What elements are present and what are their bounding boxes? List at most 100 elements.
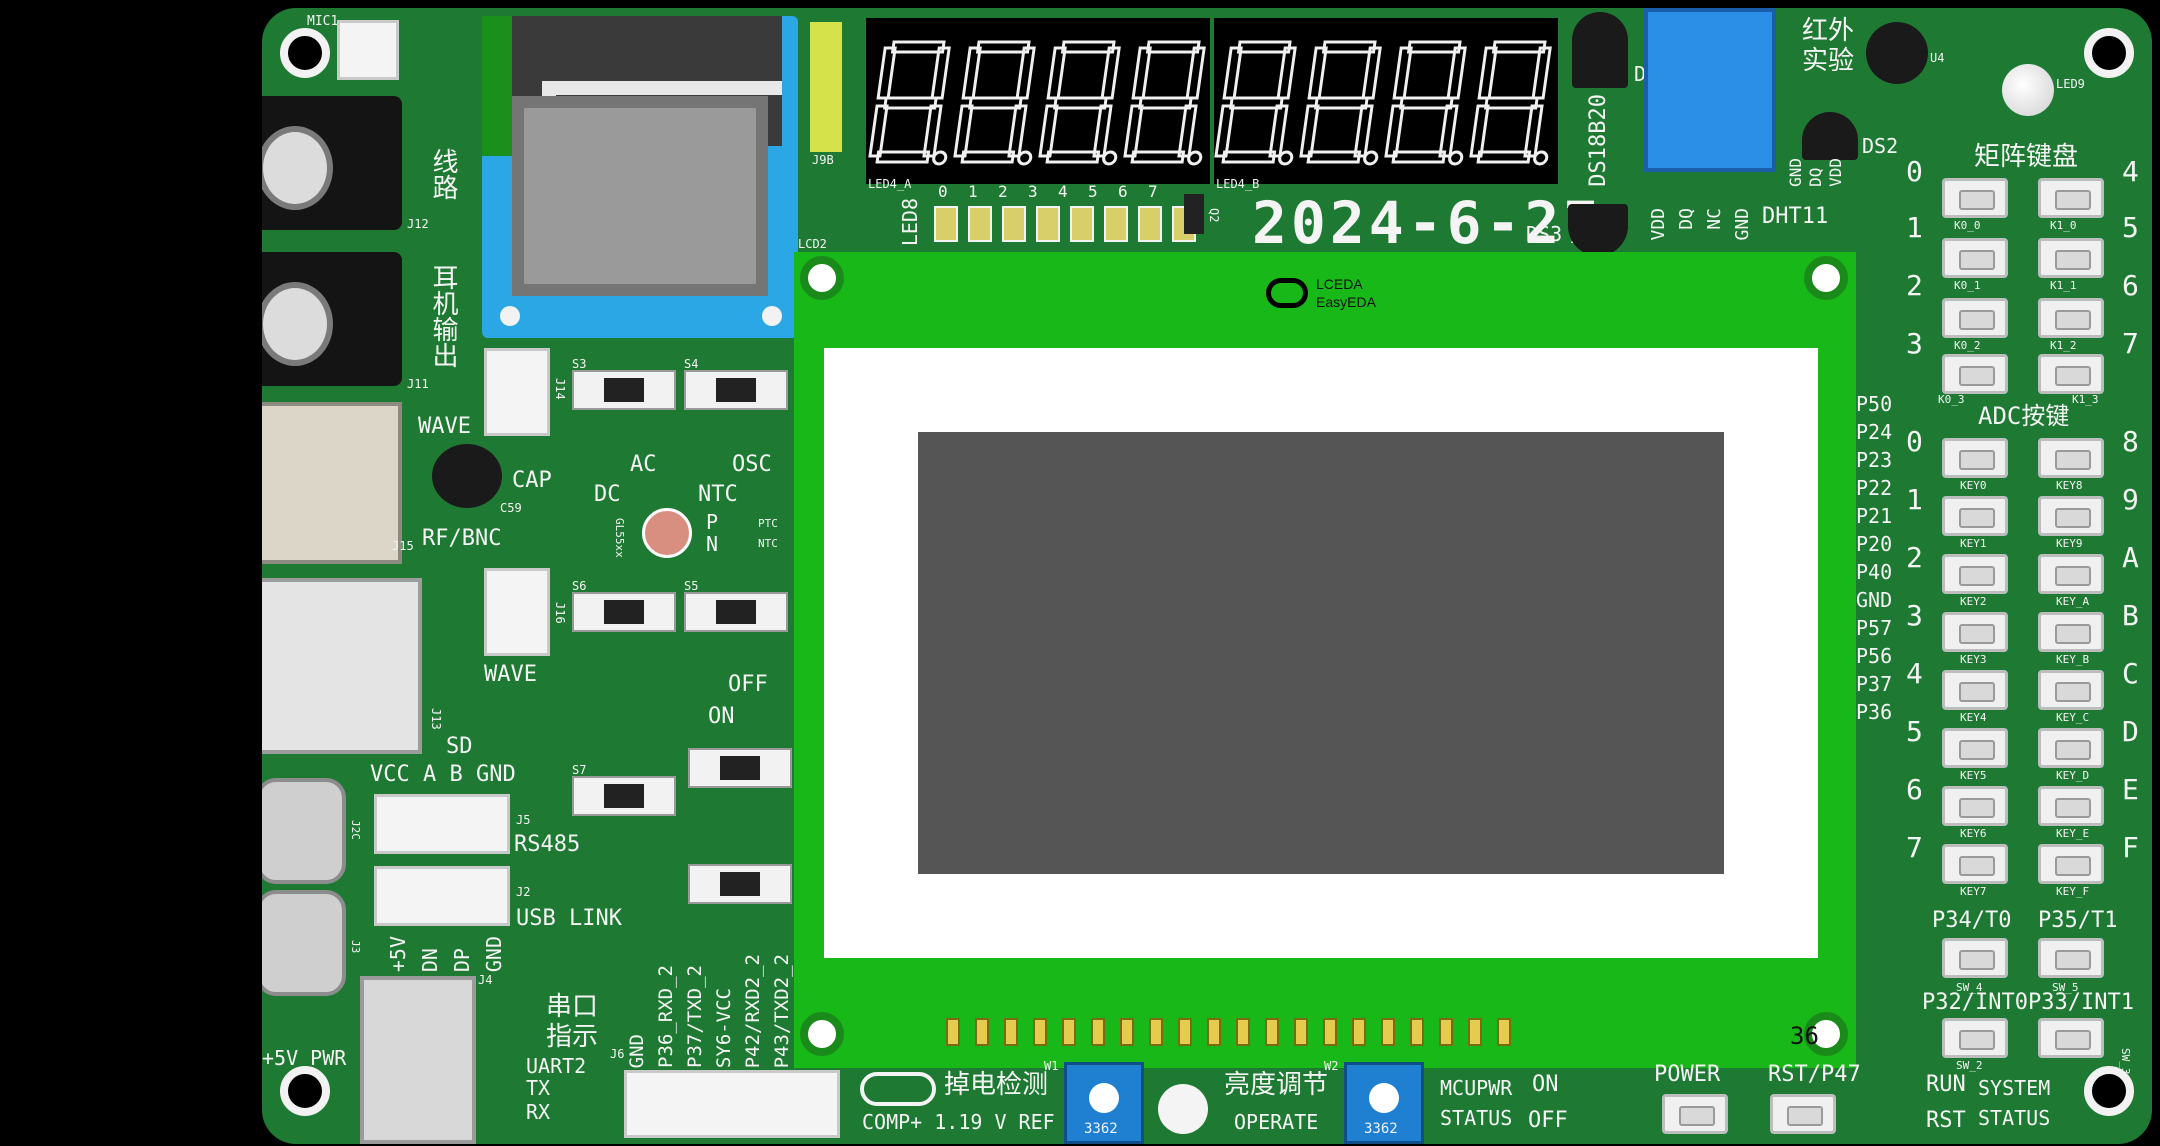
line-out-label: 线路 (428, 148, 458, 200)
usb-a-port[interactable] (360, 976, 476, 1144)
p33-label: P33/INT1 (2028, 990, 2134, 1015)
matrix-key-k1-2[interactable] (2038, 298, 2104, 338)
switch-s7[interactable] (572, 776, 676, 816)
sw3-button[interactable] (2038, 1018, 2104, 1058)
j4-label: J4 (478, 973, 493, 987)
adc-key-button[interactable] (1942, 844, 2008, 884)
switch-s3[interactable] (572, 370, 676, 410)
sw4-button[interactable] (1942, 938, 2008, 978)
matrix-key-k0-1[interactable] (1942, 238, 2008, 278)
uart-pin-labels: GND P36_RXD_2 P37/TXD_2 SY6-VCC P42/RXD2… (626, 938, 793, 1068)
uart-header-connector (624, 1070, 840, 1138)
adc-key-button[interactable] (2038, 786, 2104, 826)
adc-key-button[interactable] (1942, 612, 2008, 652)
seven-seg-digit (868, 40, 951, 166)
adc-key-button[interactable] (2038, 728, 2104, 768)
switch-sy6[interactable] (688, 748, 792, 788)
led-3 (1036, 206, 1060, 242)
j15-label: J15 (392, 539, 414, 553)
matrix-key-k1-1[interactable] (2038, 238, 2104, 278)
j11-label: J11 (407, 377, 429, 391)
adc-key-button[interactable] (1942, 670, 2008, 710)
led-5 (1104, 206, 1128, 242)
adc-right-key-label: KEY_D (2056, 769, 2090, 782)
lcd-pin (1468, 1018, 1482, 1046)
pin-col-p22: P22 (1856, 476, 1893, 500)
s3-label: S3 (572, 357, 587, 371)
gl-label: GL55xx (613, 518, 626, 558)
adc-key-button[interactable] (2038, 670, 2104, 710)
ac-label: AC (630, 452, 657, 477)
sw2-button[interactable] (1942, 1018, 2008, 1058)
rst-label: RST (1926, 1108, 1966, 1133)
sd-label: SD (446, 734, 473, 759)
lcd-num-label: 36 (1790, 1022, 1819, 1050)
tx-label: TX (526, 1076, 551, 1100)
j14-label: J14 (553, 378, 567, 400)
potentiometer-w1[interactable] (1064, 1062, 1144, 1144)
pin-col-p21: P21 (1856, 504, 1893, 528)
adc-key-button[interactable] (2038, 612, 2104, 652)
adc-title: ADC按键 (1978, 402, 2070, 430)
lcd-pin (1178, 1018, 1192, 1046)
ir-title-1: 红外 (1802, 16, 1855, 46)
lcd-logo-line2: EasyEDA (1316, 294, 1376, 310)
usb-c-port-2[interactable] (262, 890, 346, 996)
switch-s6[interactable] (572, 592, 676, 632)
on-label: ON (708, 704, 735, 729)
w2-label: W2 (1324, 1059, 1339, 1073)
lcd-pin (1352, 1018, 1366, 1046)
adc-key-button[interactable] (2038, 496, 2104, 536)
adc-key-button[interactable] (1942, 496, 2008, 536)
adc-left-key-label: KEY3 (1960, 653, 1987, 666)
matrix-key-k1-0[interactable] (2038, 178, 2104, 218)
adc-key-button[interactable] (1942, 786, 2008, 826)
adc-left-number: 6 (1906, 773, 1923, 806)
j3-label: J3 (349, 940, 362, 954)
switch-uart2[interactable] (688, 864, 792, 904)
adc-left-key-label: KEY0 (1960, 479, 1987, 492)
matrix-key-k0-3[interactable] (1942, 354, 2008, 394)
seven-seg-digit (1384, 40, 1467, 166)
lcd-pin (946, 1018, 960, 1046)
matrix-k0-1-label: K0_1 (1954, 279, 1981, 292)
mount-hole-tl (280, 28, 330, 78)
sw5-button[interactable] (2038, 938, 2104, 978)
adc-key-button[interactable] (1942, 438, 2008, 478)
adc-key-button[interactable] (2038, 554, 2104, 594)
adc-left-number: 1 (1906, 483, 1923, 516)
matrix-key-k1-3[interactable] (2038, 354, 2104, 394)
power-button[interactable] (1662, 1094, 1728, 1134)
switch-s5[interactable] (684, 592, 788, 632)
lcd-pin (1381, 1018, 1395, 1046)
pin-column: P50 P24 P23 P22 P21 P20 P40 GND P57 P56 … (1856, 394, 1892, 722)
adc-key-button[interactable] (1942, 554, 2008, 594)
ds2-pin-vdd: VDD (1826, 158, 1845, 187)
wave-top-connector (484, 348, 550, 436)
adc-key-button[interactable] (2038, 844, 2104, 884)
wave-bottom-connector (484, 568, 550, 656)
pin-gnd: GND (626, 1033, 648, 1068)
p32-label: P32/INT0 (1922, 990, 2028, 1015)
adc-key-button[interactable] (1942, 728, 2008, 768)
reset-button[interactable] (1770, 1094, 1836, 1134)
matrix-key-k0-2[interactable] (1942, 298, 2008, 338)
pin-col-p24: P24 (1856, 420, 1893, 444)
dht-pin-gnd: GND (1732, 208, 1753, 241)
ntc-small-label: NTC (758, 537, 778, 550)
usb-c-port-1[interactable] (262, 778, 346, 884)
mcupwr-label: MCUPWR (1440, 1076, 1513, 1100)
j16-label: J16 (553, 602, 567, 624)
matrix-key-k0-0[interactable] (1942, 178, 2008, 218)
dht-pin-nc: NC (1704, 208, 1725, 230)
switch-s4[interactable] (684, 370, 788, 410)
matrix-row1-left: 1 (1906, 211, 1923, 244)
j6-label: J6 (610, 1047, 625, 1061)
system-status-label: STATUS (1978, 1106, 2051, 1130)
potentiometer-w2[interactable] (1344, 1062, 1424, 1144)
adc-right-key-label: KEY9 (2056, 537, 2083, 550)
s5-label: S5 (684, 579, 699, 593)
adc-key-button[interactable] (2038, 438, 2104, 478)
lcd-pin (1265, 1018, 1279, 1046)
led-num-1: 1 (968, 182, 978, 201)
